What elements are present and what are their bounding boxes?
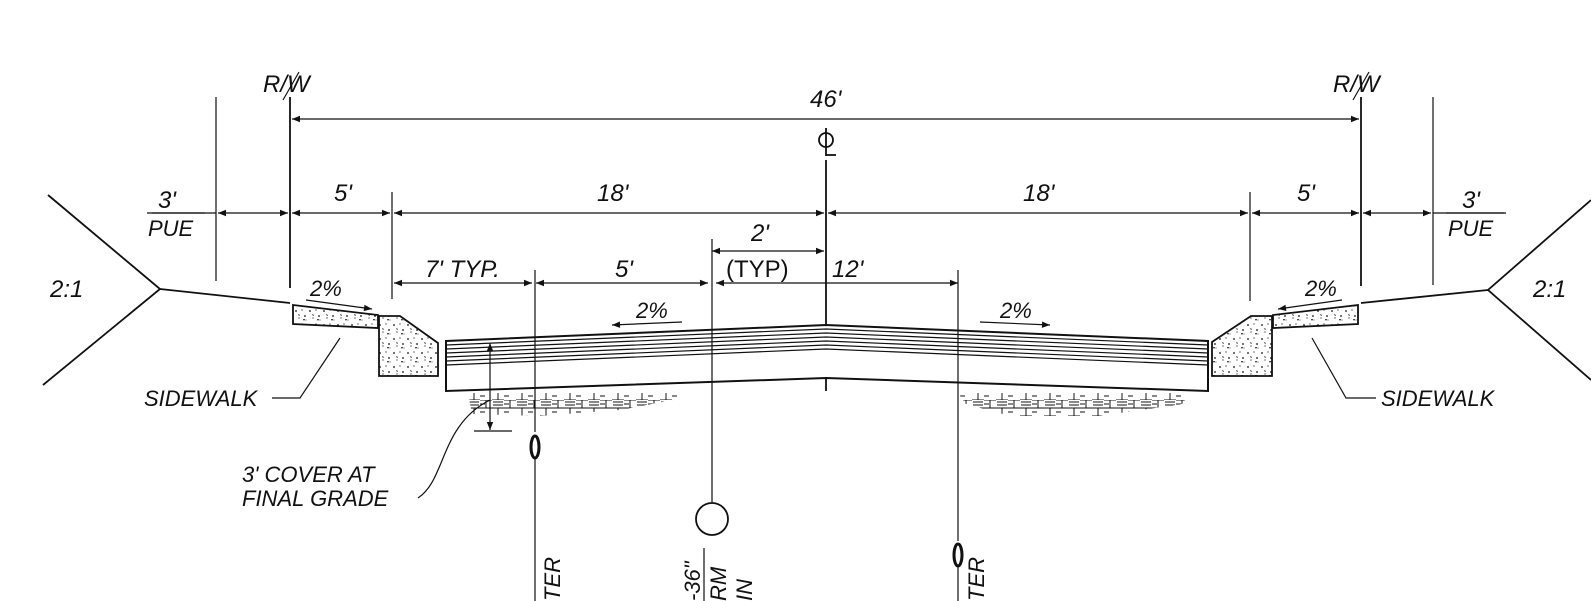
pavement-section <box>445 323 1209 393</box>
cover-note-line2: FINAL GRADE <box>242 486 389 511</box>
walk-right-dim: 5' <box>1297 180 1316 207</box>
sidewalk-right-section <box>1211 303 1359 377</box>
centerline-symbol: CL <box>818 128 836 156</box>
slope-right-label: 2:1 <box>1532 276 1566 303</box>
five-mid-dim: 5' <box>615 256 634 283</box>
total-width-label: 46' <box>810 86 843 113</box>
water-pipe-right <box>952 542 964 568</box>
sidewalk-left-label: SIDEWALK <box>144 386 259 411</box>
road-slope-left: 2% <box>635 298 668 323</box>
half-left-dim: 18' <box>597 180 630 207</box>
walk-left-dim: 5' <box>334 180 353 207</box>
slope-left-label: 2:1 <box>49 276 83 303</box>
typ-gap-note: (TYP) <box>726 256 789 283</box>
sidewalk-right-label: SIDEWALK <box>1381 386 1496 411</box>
seven-typ-dim: 7' TYP. <box>425 256 500 283</box>
half-right-dim: 18' <box>1023 180 1056 207</box>
rw-left-label: R/W <box>263 71 312 98</box>
storm-drain-pipe <box>695 502 729 536</box>
water-right-label: TER <box>964 557 989 601</box>
typ-gap-dim: 2' <box>750 220 770 247</box>
drawing-labels: R/W R/W 46' CL 3' PUE 3' PUE 5' 5' 18' 1… <box>49 71 1566 601</box>
pue-right-dim: 3' <box>1462 187 1481 214</box>
rw-right-label: R/W <box>1333 71 1382 98</box>
side-slopes <box>42 194 1591 386</box>
storm-rm-label: RM <box>706 566 731 601</box>
water-pipe-left <box>529 434 541 460</box>
soil-hatch <box>468 393 1190 416</box>
road-slope-right: 2% <box>999 298 1032 323</box>
sidewalk-slope-left: 2% <box>309 276 342 301</box>
storm-in-label: IN <box>732 579 757 601</box>
cover-note-line1: 3' COVER AT <box>242 462 376 487</box>
twelve-dim: 12' <box>832 256 865 283</box>
pue-left-dim: 3' <box>158 187 177 214</box>
sidewalk-left-section <box>292 303 439 377</box>
water-left-label: TER <box>540 557 565 601</box>
sidewalk-slope-right: 2% <box>1304 276 1337 301</box>
pue-left-label: PUE <box>148 216 194 241</box>
pue-right-label: PUE <box>1448 216 1494 241</box>
storm-size-label: -36" <box>680 560 705 601</box>
utility-pipes <box>529 239 964 601</box>
